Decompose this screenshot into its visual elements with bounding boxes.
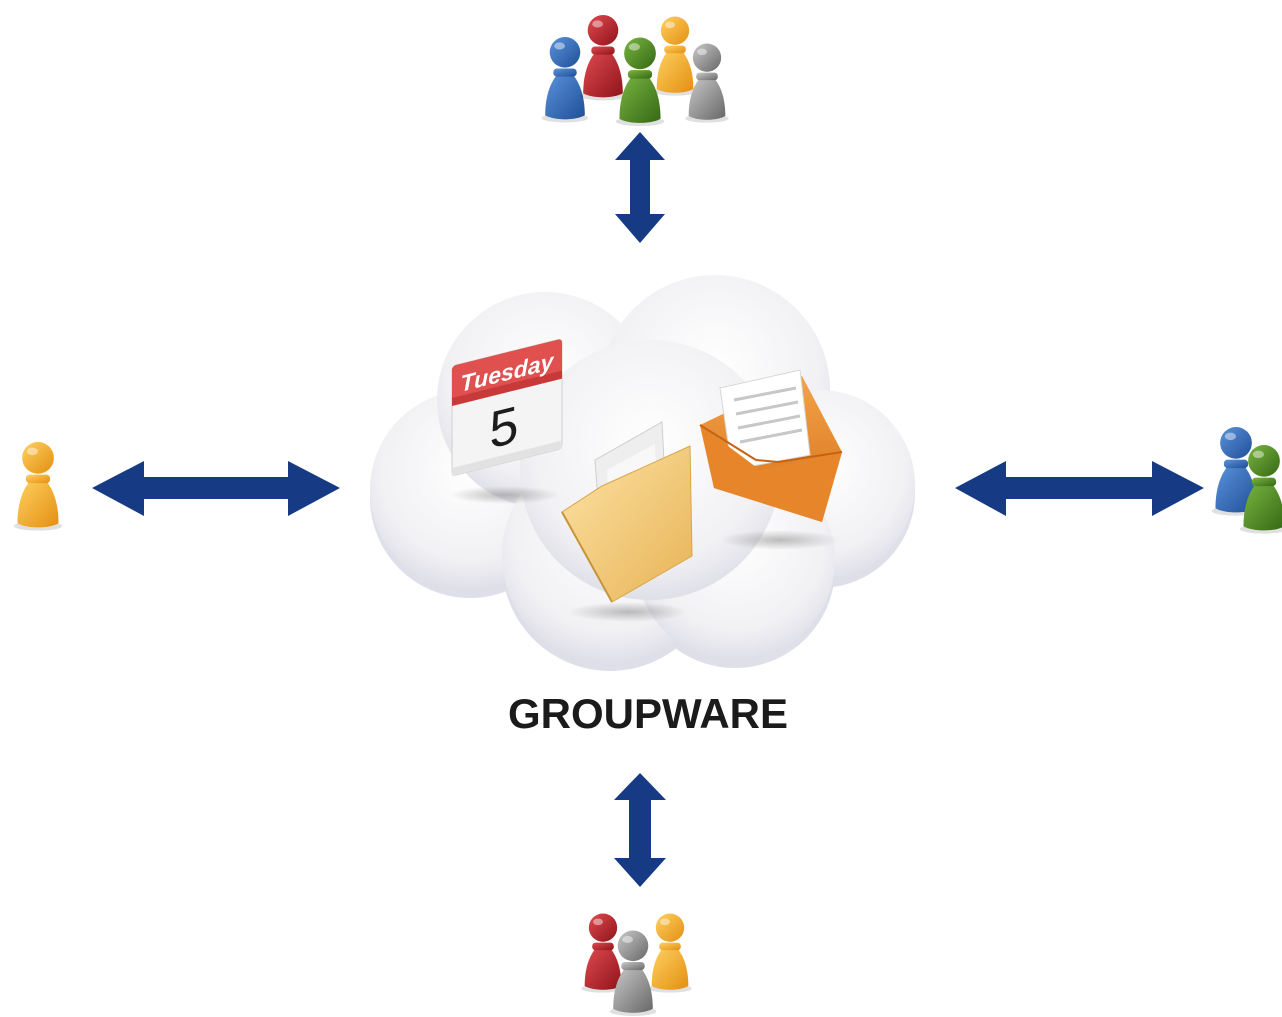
left-double-arrow	[92, 461, 340, 516]
top-user-group	[541, 15, 729, 127]
groupware-label: GROUPWARE	[508, 690, 788, 737]
bottom-user-group	[581, 913, 692, 1016]
right-double-arrow	[955, 461, 1204, 516]
person-icon-orange	[653, 16, 697, 96]
left-user	[13, 442, 63, 531]
connection-arrows	[92, 132, 1204, 887]
calendar-date-label: 5	[490, 395, 519, 460]
person-icon-red	[579, 15, 627, 101]
right-user-group	[1211, 427, 1282, 534]
folder-icon	[561, 421, 693, 622]
bottom-double-arrow	[614, 773, 666, 887]
person-icon-orange	[13, 442, 63, 531]
top-double-arrow	[615, 132, 665, 243]
envelope-icon	[699, 369, 843, 550]
person-icon-orange	[648, 913, 692, 993]
person-icon-blue	[541, 37, 589, 123]
